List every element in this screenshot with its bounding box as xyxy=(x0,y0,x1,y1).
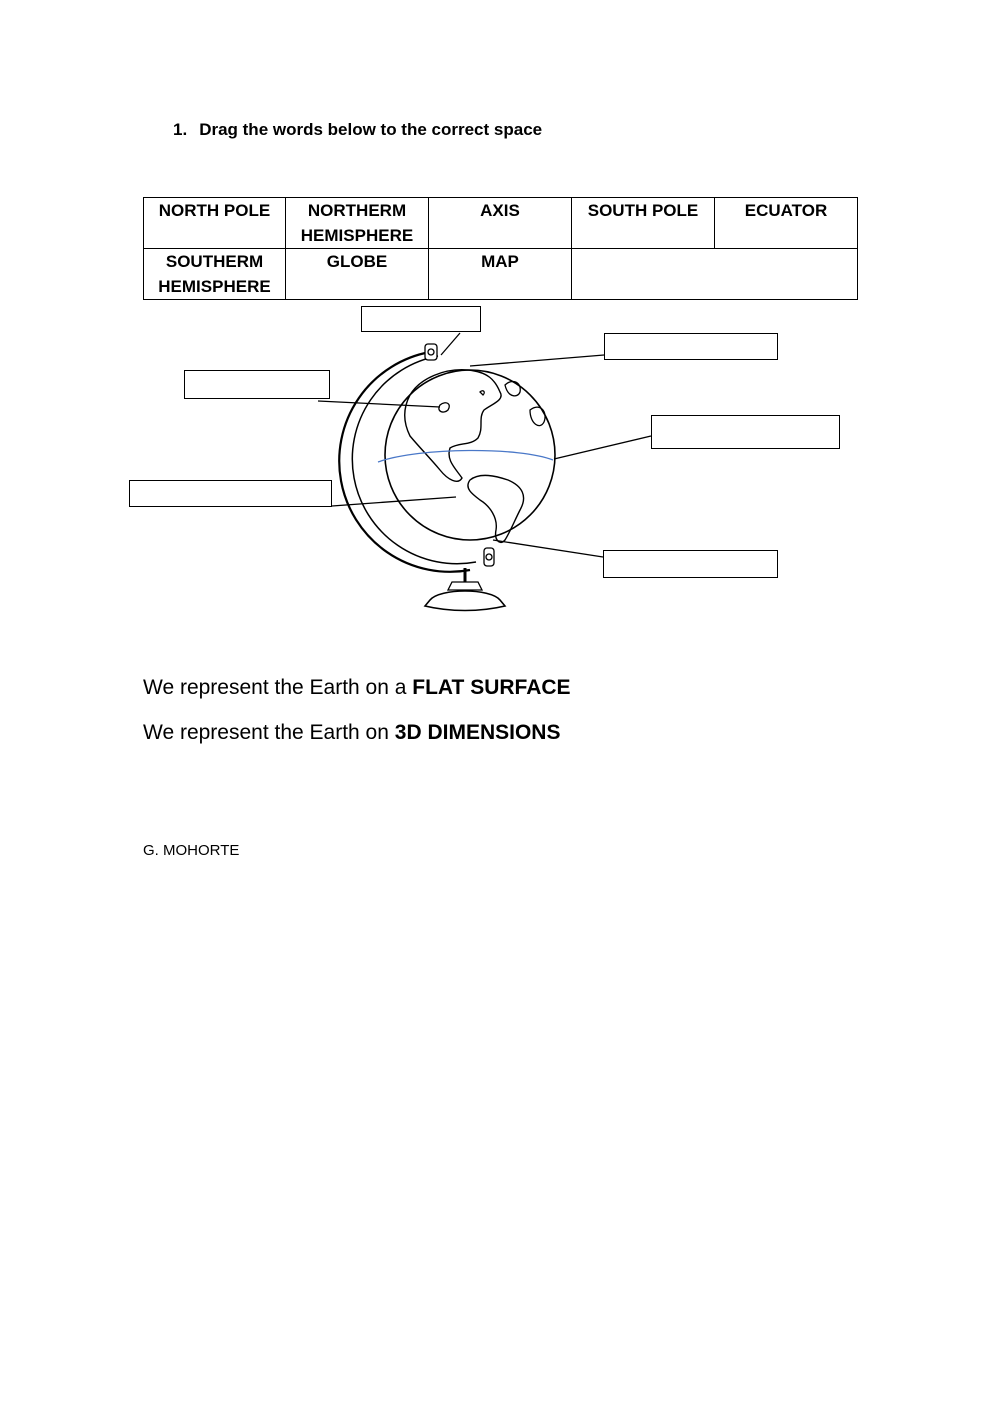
globe-illustration xyxy=(317,332,652,612)
meridian-arc-outer xyxy=(338,350,471,573)
word-cell: NORTH POLE xyxy=(143,197,286,249)
meridian-arc-inner xyxy=(351,355,477,565)
word-equator[interactable]: ECUATOR xyxy=(744,201,828,220)
word-cell: GLOBE xyxy=(285,248,429,300)
north-america-outline xyxy=(404,369,502,482)
stand-base xyxy=(423,590,507,612)
south-america-outline xyxy=(467,474,525,544)
word-southern-hemisphere[interactable]: SOUTHERM HEMISPHERE xyxy=(158,252,271,296)
stand-neck xyxy=(446,581,484,591)
sentence-prefix: We represent the Earth on a xyxy=(143,676,413,699)
instruction: 1. Drag the words below to the correct sp… xyxy=(173,120,542,140)
leader-line xyxy=(469,354,605,367)
instruction-number: 1. xyxy=(173,120,188,139)
author-credit: G. MOHORTE xyxy=(143,842,240,859)
word-axis[interactable]: AXIS xyxy=(480,201,520,220)
bottom-pivot-bolt xyxy=(485,553,493,561)
word-cell: SOUTH POLE xyxy=(571,197,715,249)
sentence-map: We represent the Earth on a FLAT SURFACE xyxy=(143,676,571,700)
sentence-answer: FLAT SURFACE xyxy=(412,676,571,699)
word-south-pole[interactable]: SOUTH POLE xyxy=(587,201,699,220)
drop-box-south-pole[interactable] xyxy=(603,550,778,578)
europe-edge-outline xyxy=(529,406,546,427)
equator-line xyxy=(377,449,554,463)
drop-box-north-pole[interactable] xyxy=(361,306,481,332)
leader-line xyxy=(553,435,652,460)
sentence-prefix: We represent the Earth on xyxy=(143,721,395,744)
top-pivot xyxy=(424,343,438,361)
hudson-bay xyxy=(438,402,450,413)
word-cell: ECUATOR xyxy=(714,197,858,249)
drop-box-northern-hemisphere[interactable] xyxy=(604,333,778,360)
top-pivot-bolt xyxy=(427,348,435,356)
word-cell: MAP xyxy=(428,248,572,300)
word-northern-hemisphere[interactable]: NORTHERM HEMISPHERE xyxy=(300,201,414,245)
leader-line xyxy=(331,496,457,507)
greenland-outline xyxy=(504,380,521,397)
instruction-text: Drag the words below to the correct spac… xyxy=(199,120,543,139)
sentence-globe: We represent the Earth on 3D DIMENSIONS xyxy=(143,721,560,745)
drop-box-equator[interactable] xyxy=(651,415,840,449)
word-bank-table: NORTH POLE NORTHERM HEMISPHERE AXIS SOUT… xyxy=(143,197,858,300)
leader-line xyxy=(317,400,441,408)
word-cell: SOUTHERM HEMISPHERE xyxy=(143,248,286,300)
sentence-answer: 3D DIMENSIONS xyxy=(394,721,561,744)
leader-line xyxy=(492,539,604,558)
word-map[interactable]: MAP xyxy=(481,252,519,271)
drop-box-axis[interactable] xyxy=(184,370,330,399)
empty-cell xyxy=(571,248,858,300)
drop-box-southern-hemisphere[interactable] xyxy=(129,480,332,507)
word-north-pole[interactable]: NORTH POLE xyxy=(158,201,271,220)
bottom-pivot xyxy=(483,547,495,567)
leader-line xyxy=(440,332,461,356)
word-globe[interactable]: GLOBE xyxy=(326,252,388,271)
island-outline xyxy=(479,390,485,396)
